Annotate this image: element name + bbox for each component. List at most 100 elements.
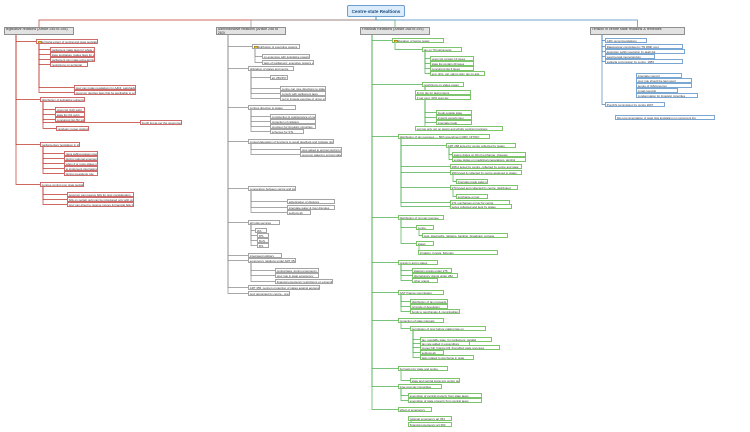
legislative-node[interactable]: state legislature makes laws for state o… [50, 52, 95, 57]
financial-node[interactable]: ART 268 levied by centre collected by st… [446, 143, 516, 148]
tensions-node[interactable]: prez rule should be last resort [636, 78, 692, 83]
legislative-node[interactable]: centres control over state legislations [40, 182, 84, 187]
administrative-node[interactable]: all india services [248, 220, 280, 225]
financial-node[interactable]: 270 levied and collected by centre, dist… [450, 185, 518, 190]
financial-node[interactable]: centre [416, 225, 434, 230]
financial-node[interactable]: levies collected and kept by states [450, 204, 512, 209]
legislative-node[interactable]: during presidents rule [64, 171, 98, 176]
financial-node[interactable]: 269 levied & collected by centre assigne… [450, 170, 522, 175]
administrative-node[interactable]: laws of parliament: executive powers ves… [262, 60, 314, 65]
financial-node[interactable]: borrowing by state and centre [398, 366, 448, 371]
legislative-node[interactable]: fourth list as per the government of Ind… [140, 120, 182, 125]
tensions-node[interactable]: NA recommendation of state lists legisla… [615, 115, 715, 120]
legislative-node[interactable]: residuary power wasted to centre [56, 126, 89, 131]
financial-node[interactable]: restrictions on states power [422, 82, 464, 87]
legislative-node[interactable]: distribution of legislative subjects [40, 97, 85, 102]
financial-node[interactable]: funds to panchayats & municipalities [410, 309, 460, 314]
financial-node[interactable]: allocation of taxing power [392, 38, 444, 43]
financial-node[interactable]: laws related to surcharge in state [420, 355, 474, 360]
financial-node[interactable]: union list contain 13 taxes [430, 56, 474, 61]
administrative-node[interactable]: settings ab [287, 210, 311, 215]
administrative-node[interactable]: protection of railways [270, 119, 316, 124]
administrative-node[interactable]: centres direction to states [248, 105, 296, 110]
financial-node[interactable]: inter-govt tax immunities [398, 384, 442, 389]
tensions-node[interactable]: interstate council [636, 73, 682, 78]
legislative-node[interactable]: state list (61 subj) [55, 112, 85, 117]
legislative-node[interactable]: when 2 or more states make request [64, 161, 98, 166]
financial-node[interactable]: imports exports item [436, 115, 472, 120]
legislative-node[interactable]: during national emergency [64, 156, 98, 161]
administrative-node[interactable]: prez rule in state emergency [275, 273, 319, 278]
administrative-node[interactable]: mutual delegation of functions to avoid … [248, 139, 334, 144]
tensions-node[interactable]: ARC recommendations [605, 38, 647, 43]
administrative-node[interactable]: prez asked to entrust centre's functions [300, 147, 342, 152]
administrative-node[interactable]: not to impede exercise of union executiv… [280, 96, 326, 101]
legislative-node[interactable]: parliament make laws for whole nation [50, 47, 95, 52]
administrative-node[interactable]: adjudication of disputes [287, 199, 335, 204]
financial-node[interactable]: post, telegraphs, railways, banking, bro… [422, 233, 508, 238]
financial-node[interactable]: tax on 79 instruments [422, 47, 462, 52]
financial-node[interactable]: exemption of central property from state… [408, 393, 482, 398]
administrative-node[interactable]: obligation of states and centre [248, 66, 294, 71]
tensions-node[interactable]: sarkaria commission by centre, 1983 [605, 59, 683, 64]
branch-tensions-remedies[interactable]: Tension in centre state relations & reme… [590, 27, 685, 35]
financial-node[interactable]: settings ab [420, 350, 444, 355]
tensions-node[interactable]: Rajamannar committee by TN DMK govt [605, 44, 683, 49]
legislative-node[interactable]: bills on certain subj can be introduced … [67, 197, 134, 202]
financial-node[interactable]: exemption of state property from central… [408, 398, 482, 403]
financial-node[interactable]: stamp duties on bill of exchange, cheque… [452, 152, 526, 157]
financial-node[interactable]: national emergency art 354 [408, 416, 452, 421]
financial-node[interactable]: GST finance commission [398, 290, 444, 295]
legislative-node[interactable]: governor can reserve bills for prez cons… [67, 192, 134, 197]
tensions-node[interactable]: anandpur sahib resolution by akali dal [605, 49, 685, 54]
legislative-node[interactable]: rajya sabha passes resolution [64, 151, 98, 156]
financial-node[interactable]: can tax only not on stamp and wholly cen… [415, 126, 503, 131]
financial-node[interactable]: effect of emergency [398, 407, 432, 412]
tensions-node[interactable]: zonal councils [636, 88, 678, 93]
legislative-node[interactable]: restrictions on territorial [50, 62, 88, 67]
administrative-node[interactable]: distribution of executive powers [252, 44, 300, 49]
tensions-node[interactable]: tenure of IAS/governor [636, 83, 692, 88]
administrative-node[interactable]: IAS [255, 228, 267, 233]
administrative-node[interactable]: centre can give directions to states [280, 86, 326, 91]
branch-legislative-relations[interactable]: legislative relations (Article 245 to 25… [4, 27, 74, 35]
financial-node[interactable]: irrigation, forests, fisheries [418, 250, 498, 255]
legislative-node[interactable]: prez can make regulations for A&NI, Laks… [74, 85, 136, 90]
financial-node[interactable]: surcharge on tax [456, 194, 488, 199]
financial-node[interactable]: 3 per cent, 33% cess tax [415, 95, 471, 100]
branch-administrative-relations[interactable]: Administrative relations (Article 256 to… [216, 27, 286, 35]
administrative-node[interactable]: cooperation between centre and states [248, 186, 296, 191]
financial-node[interactable]: 268 A levied by centre, collected by cen… [450, 164, 522, 169]
legislative-node[interactable]: governor decides laws that be applicable… [74, 90, 136, 95]
administrative-node[interactable]: co-extensive with legislative powers [262, 54, 310, 59]
branch-financial-relations[interactable]: Financial Relations (Article 268 to 293) [360, 27, 430, 35]
legislative-node[interactable]: territorial extent of central and state … [36, 39, 98, 44]
financial-node[interactable]: states [416, 241, 434, 246]
financial-node[interactable]: state and central loans w/o centre permi… [410, 378, 460, 383]
financial-node[interactable]: exp: ship, vat, stamp duty, tax on ads [430, 71, 485, 76]
administrative-node[interactable]: schemes for STs [270, 129, 304, 134]
legislative-node[interactable]: parliament can make extra-territorial la… [50, 57, 95, 62]
financial-node[interactable]: financial emergency art 360 [408, 422, 452, 427]
administrative-node[interactable]: IPS [257, 233, 269, 238]
administrative-node[interactable]: integrated judiciary [248, 253, 282, 258]
financial-node[interactable]: interstate trade [436, 120, 472, 125]
legislative-node[interactable]: concurrent list (52 subj) [55, 117, 85, 122]
financial-node[interactable]: permission of prez before making law on [410, 326, 486, 331]
administrative-node[interactable]: financial emergency restrictions on expe… [275, 279, 333, 284]
financial-node[interactable]: concurrent list 3 taxes [430, 66, 474, 71]
administrative-node[interactable]: govt appointed by centre - prez [248, 291, 290, 296]
financial-node[interactable]: interstate trade sales tax [456, 179, 488, 184]
administrative-node[interactable]: central laws, during emergency [275, 268, 319, 273]
administrative-node[interactable]: emergency relations under ART 352 [248, 258, 296, 263]
legislative-node[interactable]: prez can direct to reserve money & finan… [67, 202, 134, 207]
financial-node[interactable]: excise duties on medicinal preparations,… [452, 157, 526, 162]
administrative-node[interactable]: ART 355: centre's protection of states a… [248, 285, 320, 290]
administrative-node[interactable]: IFoS [257, 238, 269, 243]
financial-node[interactable]: money bill, finance bill, that affect st… [420, 345, 500, 350]
financial-node[interactable]: principle of devolution [410, 304, 448, 309]
financial-node[interactable]: state list contain 20 taxes [430, 61, 474, 66]
financial-node[interactable]: statutory grants under 275 [412, 268, 452, 273]
tensions-node[interactable]: Punchhi commission by centre 2007 [605, 102, 665, 107]
financial-node[interactable]: protection of state interests [398, 318, 444, 323]
